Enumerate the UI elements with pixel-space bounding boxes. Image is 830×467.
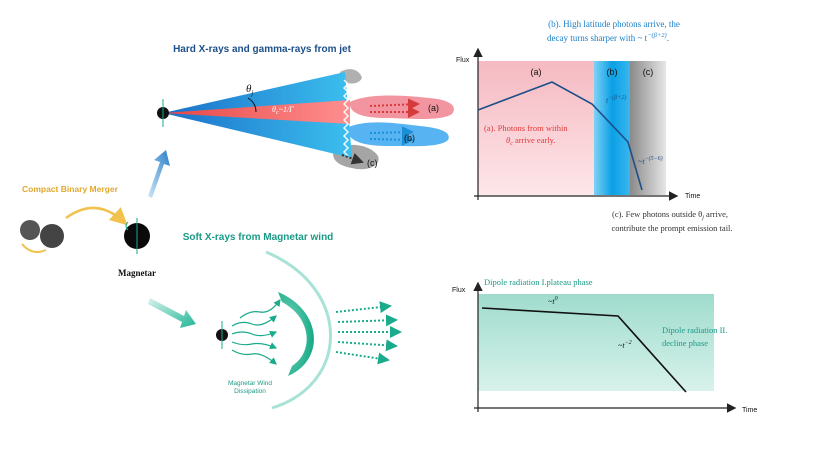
arrow-to-jet <box>148 150 170 198</box>
orbit-arc <box>21 243 47 253</box>
top-light-curve <box>477 81 643 191</box>
wind-out-2 <box>337 314 398 327</box>
compact-object-2 <box>40 224 64 248</box>
bottom-xlabel: Time <box>742 407 757 414</box>
magnetar-field <box>125 221 129 231</box>
blob-b <box>346 122 449 147</box>
magnetar-label: Magnetar <box>118 268 156 278</box>
region-c <box>630 61 666 195</box>
wind-line-5 <box>239 299 281 319</box>
region-b <box>594 61 630 195</box>
jet-illustration: Hard X-rays and gamma-rays from jet θj θ… <box>157 44 454 170</box>
wind-line-4 <box>231 349 277 365</box>
merger-label: Compact Binary Merger <box>22 184 119 194</box>
note-a-line2: θc arrive early. <box>506 135 556 147</box>
wind-outer-shell <box>265 250 332 410</box>
note-c-line2: contribute the prompt emission tail. <box>611 223 732 233</box>
bottom-light-curve <box>481 307 687 393</box>
arrow-a1 <box>369 98 420 111</box>
theta-j-arc <box>247 97 257 113</box>
note-b-line2: decay turns sharper with ~ t−(β+2). <box>547 32 669 43</box>
dissipation-label-1: Magnetar Wind <box>228 380 272 387</box>
jet-label-b: (b) <box>404 133 415 143</box>
wind-title: Soft X-rays from Magnetar wind <box>183 232 334 243</box>
wind-line-3 <box>231 341 278 349</box>
region-b-label: (b) <box>607 67 618 77</box>
region-a <box>478 61 594 195</box>
top-light-curve-plot: (b). High latitude photons arrive, the d… <box>456 19 733 233</box>
arrow-c <box>341 153 364 165</box>
merger-illustration: Compact Binary Merger Magnetar <box>20 150 196 328</box>
wind-illustration: Soft X-rays from Magnetar wind Magnetar … <box>183 232 402 410</box>
merger-arrow <box>65 206 128 226</box>
slope-b-label: t−(β+2) <box>606 94 626 105</box>
jet-label-c: (c) <box>367 158 378 168</box>
phase2-label-1: Dipole radiation II. <box>662 325 727 335</box>
bottom-ylabel: Flux <box>452 287 466 294</box>
note-b-line1: (b). High latitude photons arrive, the <box>548 19 680 29</box>
phase1-label: Dipole radiation I.plateau phase <box>484 277 593 287</box>
wind-out-4 <box>337 339 398 352</box>
note-c-line1: (c). Few photons outside θj arrive, <box>612 209 728 221</box>
blob-a <box>349 95 454 119</box>
arrow-b2 <box>369 133 414 146</box>
wind-out-5 <box>335 351 390 365</box>
wind-line-2 <box>231 331 278 338</box>
arrow-b1 <box>369 126 414 139</box>
wind-line-1 <box>231 315 277 327</box>
shock-front <box>342 79 350 157</box>
theta-c-label: θc~1/Γ <box>272 105 294 116</box>
region-c-label: (c) <box>643 67 654 77</box>
top-xlabel: Time <box>685 193 700 200</box>
note-a-line1: (a). Photons from within <box>484 123 568 133</box>
wind-out-1 <box>335 301 392 314</box>
region-a-label: (a) <box>531 67 542 77</box>
phase2-label-2: decline phase <box>662 338 708 348</box>
jet-label-a: (a) <box>428 103 439 113</box>
slope-c-label: ~t−(5−6) <box>638 155 663 166</box>
bottom-light-curve-plot: Flux Time Dipole radiation I.plateau pha… <box>452 277 757 414</box>
wind-shell <box>278 292 314 376</box>
jet-title: Hard X-rays and gamma-rays from jet <box>173 44 352 55</box>
dissipation-label-2: Dissipation <box>234 388 266 395</box>
slope1-label: ~t0 <box>548 296 558 306</box>
arrow-to-wind <box>148 298 196 328</box>
compact-object-1 <box>20 220 40 240</box>
top-ylabel: Flux <box>456 57 470 64</box>
slope2-label: ~t−2 <box>618 340 632 350</box>
theta-j-label: θj <box>246 83 253 97</box>
